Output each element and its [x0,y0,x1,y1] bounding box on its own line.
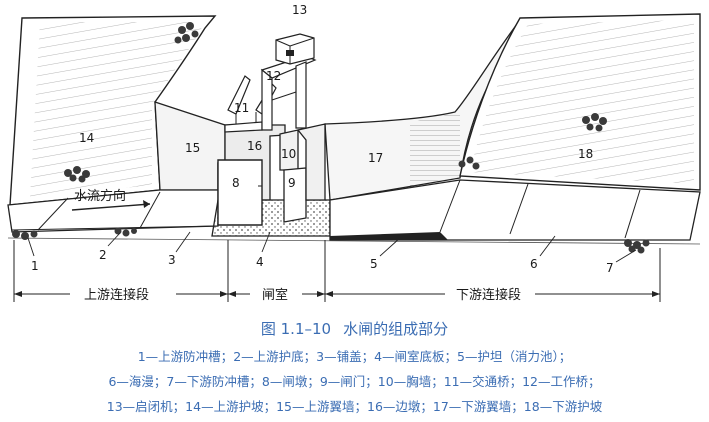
label-3: 3 [168,253,176,267]
working-bridge [260,55,317,131]
leader-lines [27,231,637,263]
section-upstream: 上游连接段 [84,287,149,303]
label-9: 9 [288,176,296,190]
gate-pier [217,159,263,226]
legend-line-3: 13—启闭机；14—上游护坡；15—上游翼墙；16—边墩；17—下游翼墙；18—… [106,399,603,414]
gate [283,167,307,223]
legend-line-1: 1—上游防冲槽；2—上游护底；3—铺盖；4—闸室底板；5—护坦（消力池）； [137,349,572,364]
section-downstream: 下游连接段 [456,287,521,303]
label-6: 6 [530,257,538,271]
flow-direction-label: 水流方向 [74,188,126,204]
label-12: 12 [266,69,281,83]
figure-title: 水闸的组成部分 [343,320,449,338]
label-1: 1 [31,259,39,273]
label-5: 5 [370,257,378,271]
figure-caption: 图 1.1–10 水闸的组成部分 [0,318,709,339]
flow-direction-arrow [71,200,151,211]
label-2: 2 [99,248,107,262]
sluice-diagram: 水流方向 1 2 3 4 5 6 7 8 9 10 11 12 13 14 15… [7,3,701,303]
label-10: 10 [281,147,296,161]
riprap-stones [458,113,607,170]
label-8: 8 [232,176,240,190]
hoist [275,33,315,65]
label-15: 15 [185,141,200,155]
riprap-stones [64,22,199,183]
label-7: 7 [606,261,614,275]
figure-number: 图 1.1–10 [260,320,332,338]
section-dimensions [13,240,661,302]
downstream-slope-protection [458,13,701,191]
label-13: 13 [292,3,307,17]
label-16: 16 [247,139,262,153]
label-11: 11 [234,101,249,115]
legend-line-2: 6—海漫；7—下游防冲槽；8—闸墩；9—闸门；10—胸墙；11—交通桥；12—工… [108,374,601,389]
section-chamber: 闸室 [262,287,288,303]
label-17: 17 [368,151,383,165]
downstream-wing-wall [324,18,521,201]
upstream-slope-protection [9,15,217,206]
label-18: 18 [578,147,593,161]
label-14: 14 [79,131,94,145]
cutoff-trench-stones [12,227,650,254]
dimension-arrowheads [14,291,660,297]
label-4: 4 [256,255,264,269]
